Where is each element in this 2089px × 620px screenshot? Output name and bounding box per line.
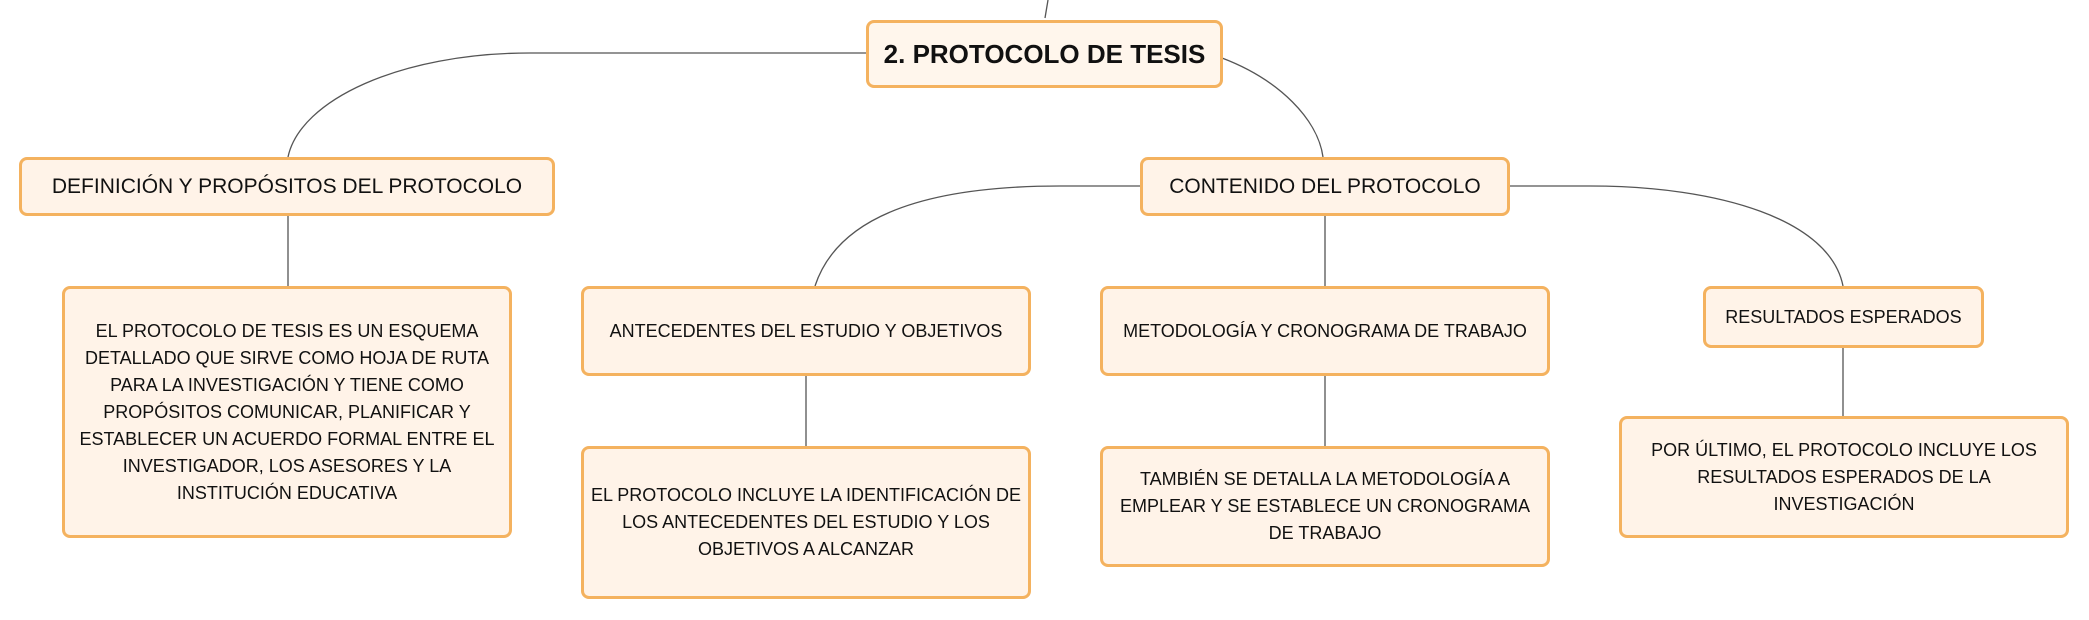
link-contenido-resultados: [1510, 185, 1844, 287]
contenido-label: CONTENIDO DEL PROTOCOLO: [1169, 175, 1481, 198]
metodologia-node[interactable]: METODOLOGÍA Y CRONOGRAMA DE TRABAJO: [1100, 286, 1550, 376]
antecedentes-detail-text: EL PROTOCOLO INCLUYE LA IDENTIFICACIÓN D…: [590, 485, 1022, 559]
definicion-detail-text: EL PROTOCOLO DE TESIS ES UN ESQUEMA DETA…: [79, 320, 495, 503]
link-root-definicion: [287, 52, 866, 158]
resultados-node[interactable]: RESULTADOS ESPERADOS: [1703, 286, 1984, 348]
metodologia-detail-node[interactable]: TAMBIÉN SE DETALLA LA METODOLOGÍA A EMPL…: [1100, 446, 1550, 567]
definicion-label: DEFINICIÓN Y PROPÓSITOS DEL PROTOCOLO: [51, 175, 523, 198]
metodologia-label: METODOLOGÍA Y CRONOGRAMA DE TRABAJO: [1123, 320, 1527, 341]
link-contenido-antecedentes: [814, 185, 1140, 287]
root-label: 2. PROTOCOLO DE TESIS: [883, 38, 1206, 69]
root-node[interactable]: 2. PROTOCOLO DE TESIS: [866, 20, 1223, 88]
resultados-detail-text: POR ÚLTIMO, EL PROTOCOLO INCLUYE LOS RES…: [1651, 439, 2037, 514]
resultados-detail-node[interactable]: POR ÚLTIMO, EL PROTOCOLO INCLUYE LOS RES…: [1619, 416, 2069, 538]
antecedentes-detail-node[interactable]: EL PROTOCOLO INCLUYE LA IDENTIFICACIÓN D…: [581, 446, 1031, 599]
definicion-node[interactable]: DEFINICIÓN Y PROPÓSITOS DEL PROTOCOLO: [19, 157, 555, 216]
resultados-label: RESULTADOS ESPERADOS: [1725, 306, 1962, 327]
definicion-detail-node[interactable]: EL PROTOCOLO DE TESIS ES UN ESQUEMA DETA…: [62, 286, 512, 538]
antecedentes-node[interactable]: ANTECEDENTES DEL ESTUDIO Y OBJETIVOS: [581, 286, 1031, 376]
link-root-contenido: [1221, 57, 1324, 158]
antecedentes-label: ANTECEDENTES DEL ESTUDIO Y OBJETIVOS: [609, 320, 1003, 341]
link-parent-root: [1044, 0, 1049, 19]
metodologia-detail-text: TAMBIÉN SE DETALLA LA METODOLOGÍA A EMPL…: [1119, 469, 1531, 543]
contenido-node[interactable]: CONTENIDO DEL PROTOCOLO: [1140, 157, 1510, 216]
